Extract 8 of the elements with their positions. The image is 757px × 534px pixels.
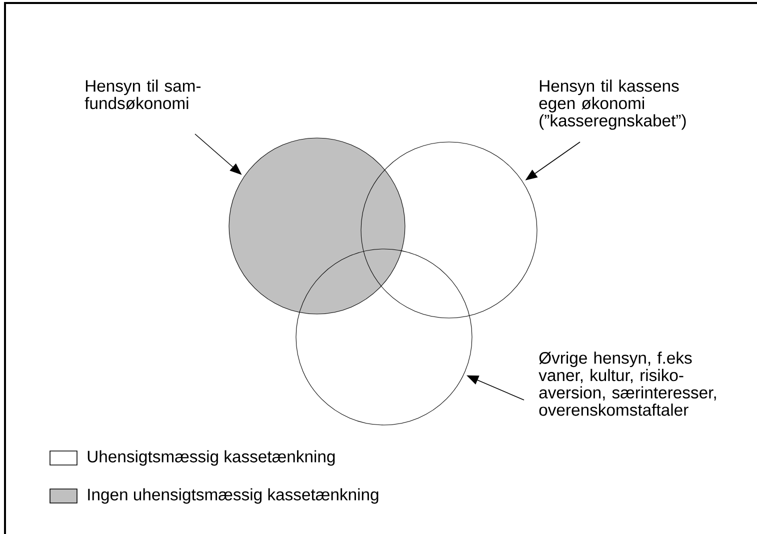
venn-circle <box>360 142 538 318</box>
annotation-text: Hensyn til kassens egen økonomi (”kasseregnskabet”) <box>539 80 686 130</box>
legend-label: Ingen uhensigtsmæssig kassetænkning <box>88 488 378 504</box>
annotation-text: Øvrige hensyn, f.eks vaner, kultur, risiko- aversion, særinteresser, overenskomstaftaler <box>538 352 716 416</box>
venn-circle <box>228 138 406 314</box>
venn-circle <box>296 248 472 426</box>
annotation-text: Hensyn til sam- fundsøkonomi <box>84 80 201 110</box>
legend-label: Uhensigtsmæssig kassetænkning <box>88 450 335 466</box>
